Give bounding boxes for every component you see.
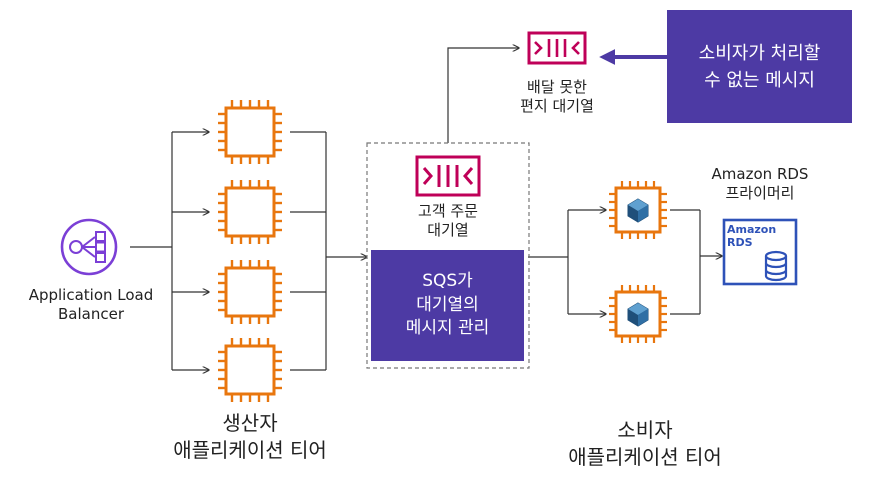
consumer-instance-icon xyxy=(609,181,667,239)
sqs-queue-icon xyxy=(415,155,481,197)
container-cube-icon xyxy=(627,302,649,327)
alb-to-producers-connectors xyxy=(130,132,209,370)
producer-instance-icon xyxy=(218,338,282,402)
container-cube-icon xyxy=(627,198,649,223)
dead-letter-queue-icon xyxy=(527,31,587,65)
alb-label: Application Load Balancer xyxy=(28,286,154,323)
dead-letter-queue-label: 배달 못한 편지 대기열 xyxy=(520,78,594,115)
rds-icon xyxy=(722,218,798,286)
alb-icon xyxy=(60,218,118,276)
queue-to-dlq-connector xyxy=(447,48,519,143)
sqs-management-box: SQS가 대기열의 메시지 관리 xyxy=(371,250,524,361)
queue-label: 고객 주문 대기열 xyxy=(418,202,478,239)
producer-tier-label: 생산자 애플리케이션 티어 xyxy=(173,411,327,462)
queue-to-consumers-connectors xyxy=(528,210,606,314)
sqs-region-border xyxy=(366,142,530,369)
consumer-tier-label: 소비자 애플리케이션 티어 xyxy=(568,418,722,469)
producer-instance-icon xyxy=(218,180,282,244)
producer-instance-icon xyxy=(218,260,282,324)
producer-instance-icon xyxy=(218,100,282,164)
consumers-to-rds-connectors xyxy=(670,209,722,315)
producers-to-queue-connectors xyxy=(290,131,367,371)
callout-box: 소비자가 처리할 수 없는 메시지 xyxy=(667,10,852,123)
database-cylinder-icon xyxy=(764,250,788,282)
rds-icon-text: Amazon RDS xyxy=(727,223,777,249)
rds-label: Amazon RDS 프라이머리 xyxy=(711,165,809,202)
consumer-instance-icon xyxy=(609,285,667,343)
